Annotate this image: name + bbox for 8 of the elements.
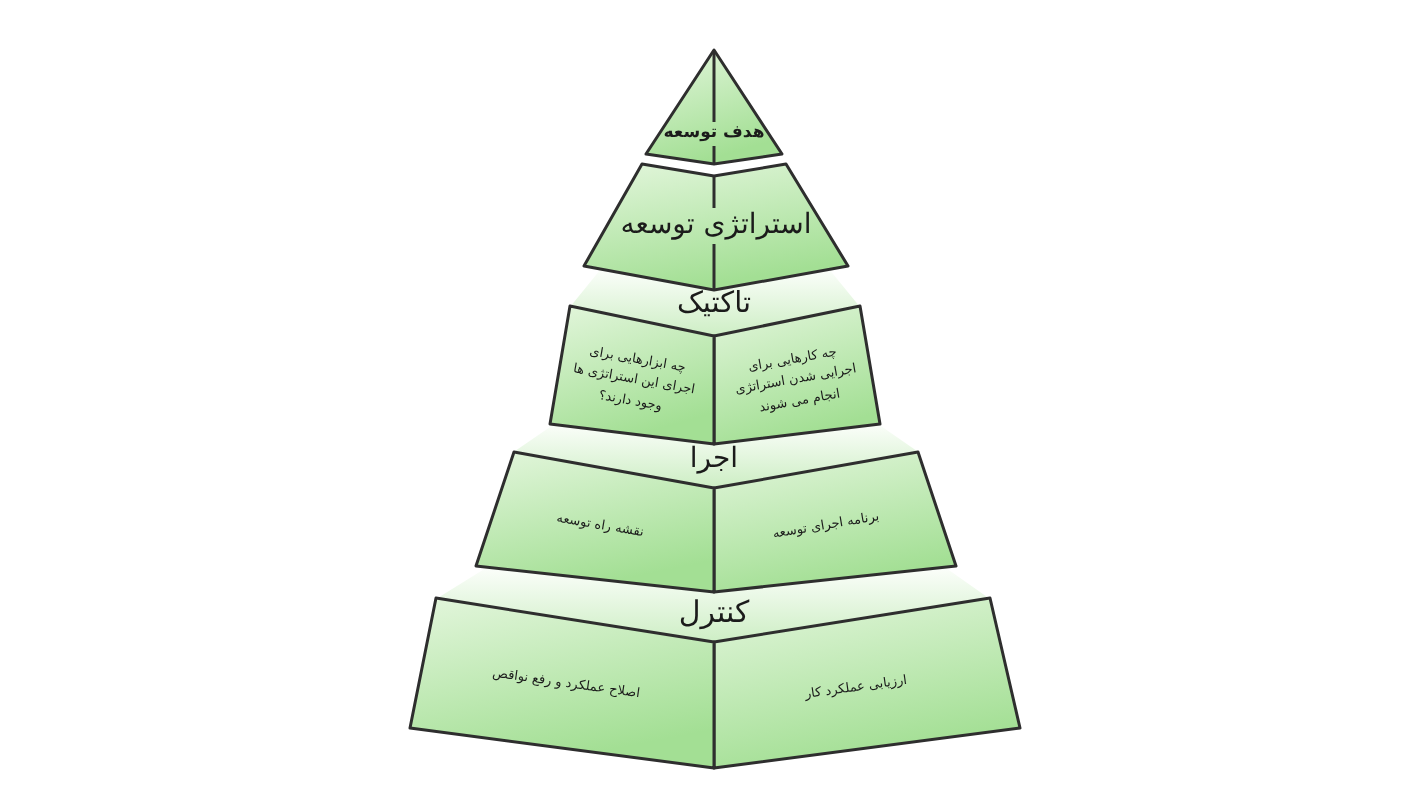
tier-top-face [514, 424, 918, 488]
tier-label: هدف توسعه [663, 124, 765, 144]
tier-label: کنترل [678, 594, 750, 628]
tier-label: اجرا [689, 444, 739, 476]
tier-label: تاکتیک [676, 290, 752, 322]
tier-label: استراتژی توسعه [620, 210, 812, 242]
pyramid-apex [646, 50, 782, 164]
tier-top-face [436, 567, 990, 642]
